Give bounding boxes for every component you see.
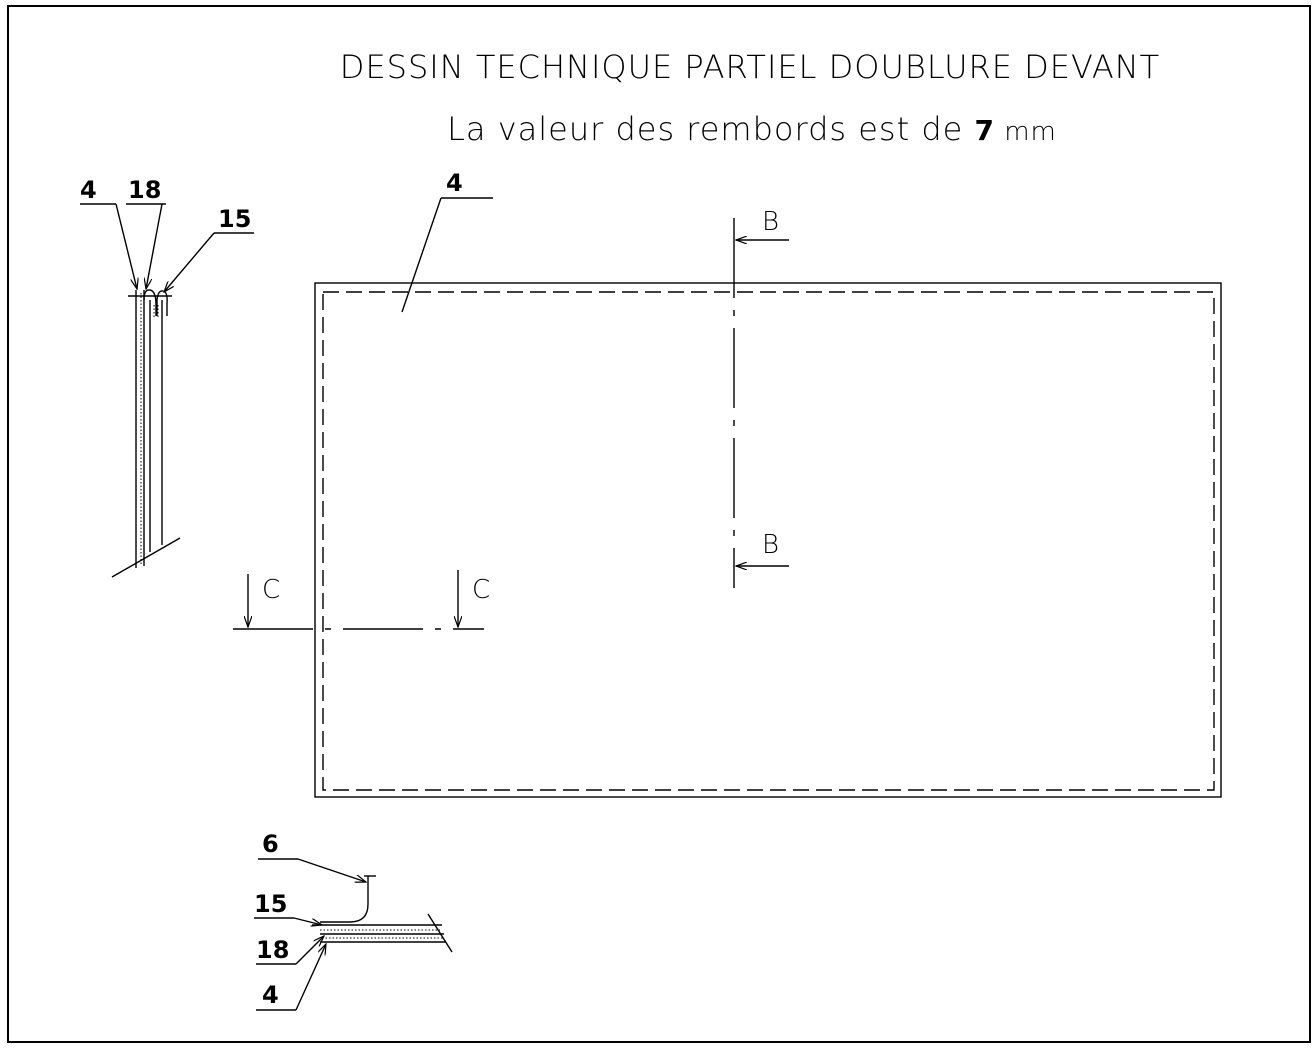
bottom-leader-18 <box>295 936 324 965</box>
subtitle-prefix: La valeur des rembords est de <box>447 110 974 148</box>
bottom-break-line <box>427 913 453 953</box>
section-c-right-label: C <box>472 575 490 605</box>
bottom-leader-15 <box>293 917 322 925</box>
side-leader-4 <box>115 203 137 289</box>
side-break-line <box>111 537 181 578</box>
side-section-detail: 4 18 15 <box>80 176 254 578</box>
section-b-top-label: B <box>762 207 779 237</box>
part-leader-line <box>401 197 442 313</box>
seam-allowance-outline <box>322 291 1215 791</box>
subtitle-value: 7 <box>974 114 994 147</box>
section-b-bottom-label: B <box>762 530 779 560</box>
bottom-label-18: 18 <box>256 936 289 964</box>
side-leader-18 <box>146 203 163 289</box>
drawing-title: DESSIN TECHNIQUE PARTIEL DOUBLURE DEVANT <box>340 48 1160 86</box>
drawing-subtitle: La valeur des rembords est de 7 mm <box>447 110 1057 148</box>
bottom-leader-4 <box>295 944 326 1011</box>
section-c-left-label: C <box>262 575 280 605</box>
main-view: 4 B B C C <box>233 169 1222 798</box>
side-label-15: 15 <box>218 205 251 233</box>
bottom-leader-6 <box>297 858 366 882</box>
bottom-section-detail: 6 15 18 4 <box>254 830 453 1011</box>
fold-curve <box>320 876 369 923</box>
subtitle-unit: mm <box>995 117 1057 147</box>
bottom-label-15: 15 <box>254 890 287 918</box>
bottom-label-6: 6 <box>262 830 279 858</box>
side-label-4: 4 <box>80 176 97 204</box>
sheet-border <box>7 5 1311 1043</box>
side-leader-15 <box>164 232 215 292</box>
side-label-18: 18 <box>128 176 161 204</box>
bottom-label-4: 4 <box>262 981 279 1009</box>
panel-outline <box>314 282 1222 798</box>
part-label: 4 <box>446 169 463 197</box>
